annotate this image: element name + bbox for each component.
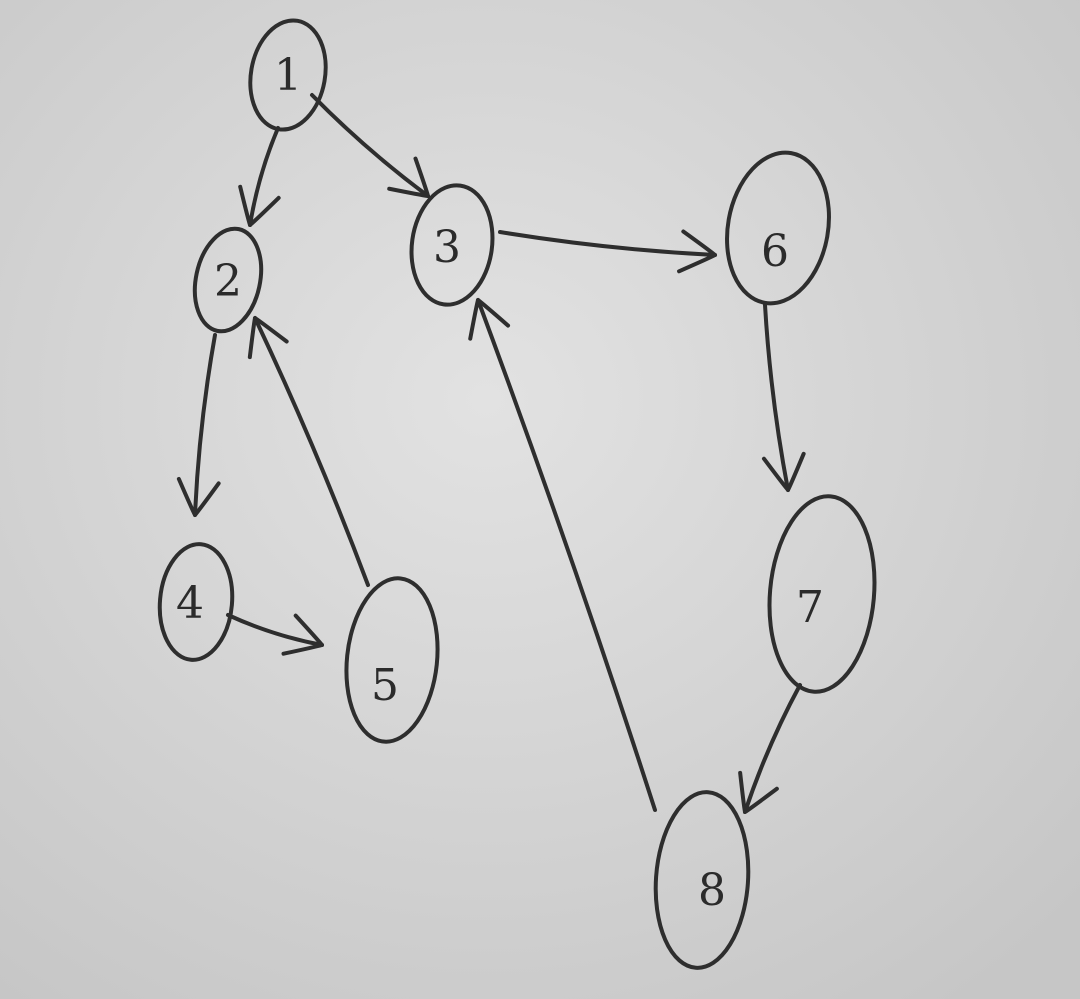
arrowhead-3-6 xyxy=(677,229,717,274)
edge-line-1-3 xyxy=(310,93,430,198)
arrowhead-8-3 xyxy=(468,298,511,341)
edge-line-4-5 xyxy=(226,613,324,647)
arrowhead-5-2 xyxy=(247,316,289,360)
edge-8-3 xyxy=(468,298,657,812)
arrowhead-1-3 xyxy=(387,156,430,198)
edge-2-4 xyxy=(176,333,221,517)
node-1: 1 xyxy=(248,18,328,132)
node-8: 8 xyxy=(653,790,751,970)
edge-line-5-2 xyxy=(253,316,370,587)
edge-4-5 xyxy=(226,613,324,656)
arrowhead-2-4 xyxy=(176,476,221,517)
arrowhead-4-5 xyxy=(281,613,324,656)
node-4-label: 4 xyxy=(176,578,204,629)
edges xyxy=(176,93,806,814)
node-7-label: 7 xyxy=(796,582,824,633)
node-3: 3 xyxy=(409,183,495,307)
edge-6-7 xyxy=(761,303,806,492)
node-6: 6 xyxy=(725,150,831,306)
node-4: 4 xyxy=(157,542,235,662)
arrowhead-1-2 xyxy=(238,184,281,227)
node-7: 7 xyxy=(767,494,877,694)
node-3-label: 3 xyxy=(433,222,461,273)
edge-1-2 xyxy=(238,126,281,227)
node-2: 2 xyxy=(192,226,264,334)
node-5: 5 xyxy=(344,576,440,744)
nodes: 1 2 3 4 5 6 7 8 xyxy=(157,18,877,970)
edge-line-3-6 xyxy=(498,230,717,257)
edge-3-6 xyxy=(498,229,717,274)
edge-1-3 xyxy=(310,93,430,198)
edge-5-2 xyxy=(247,316,370,587)
edge-line-7-8 xyxy=(743,683,802,814)
edge-line-6-7 xyxy=(763,303,790,492)
edge-line-8-3 xyxy=(476,298,657,812)
edge-line-2-4 xyxy=(193,333,217,517)
node-1-label: 1 xyxy=(274,50,302,101)
node-6-label: 6 xyxy=(761,226,789,277)
node-8-label: 8 xyxy=(698,865,726,916)
edge-line-1-2 xyxy=(248,126,280,227)
edge-7-8 xyxy=(738,683,802,814)
arrowhead-6-7 xyxy=(761,451,806,492)
node-5-label: 5 xyxy=(371,660,399,711)
node-2-label: 2 xyxy=(214,256,242,307)
arrowhead-7-8 xyxy=(738,770,779,814)
